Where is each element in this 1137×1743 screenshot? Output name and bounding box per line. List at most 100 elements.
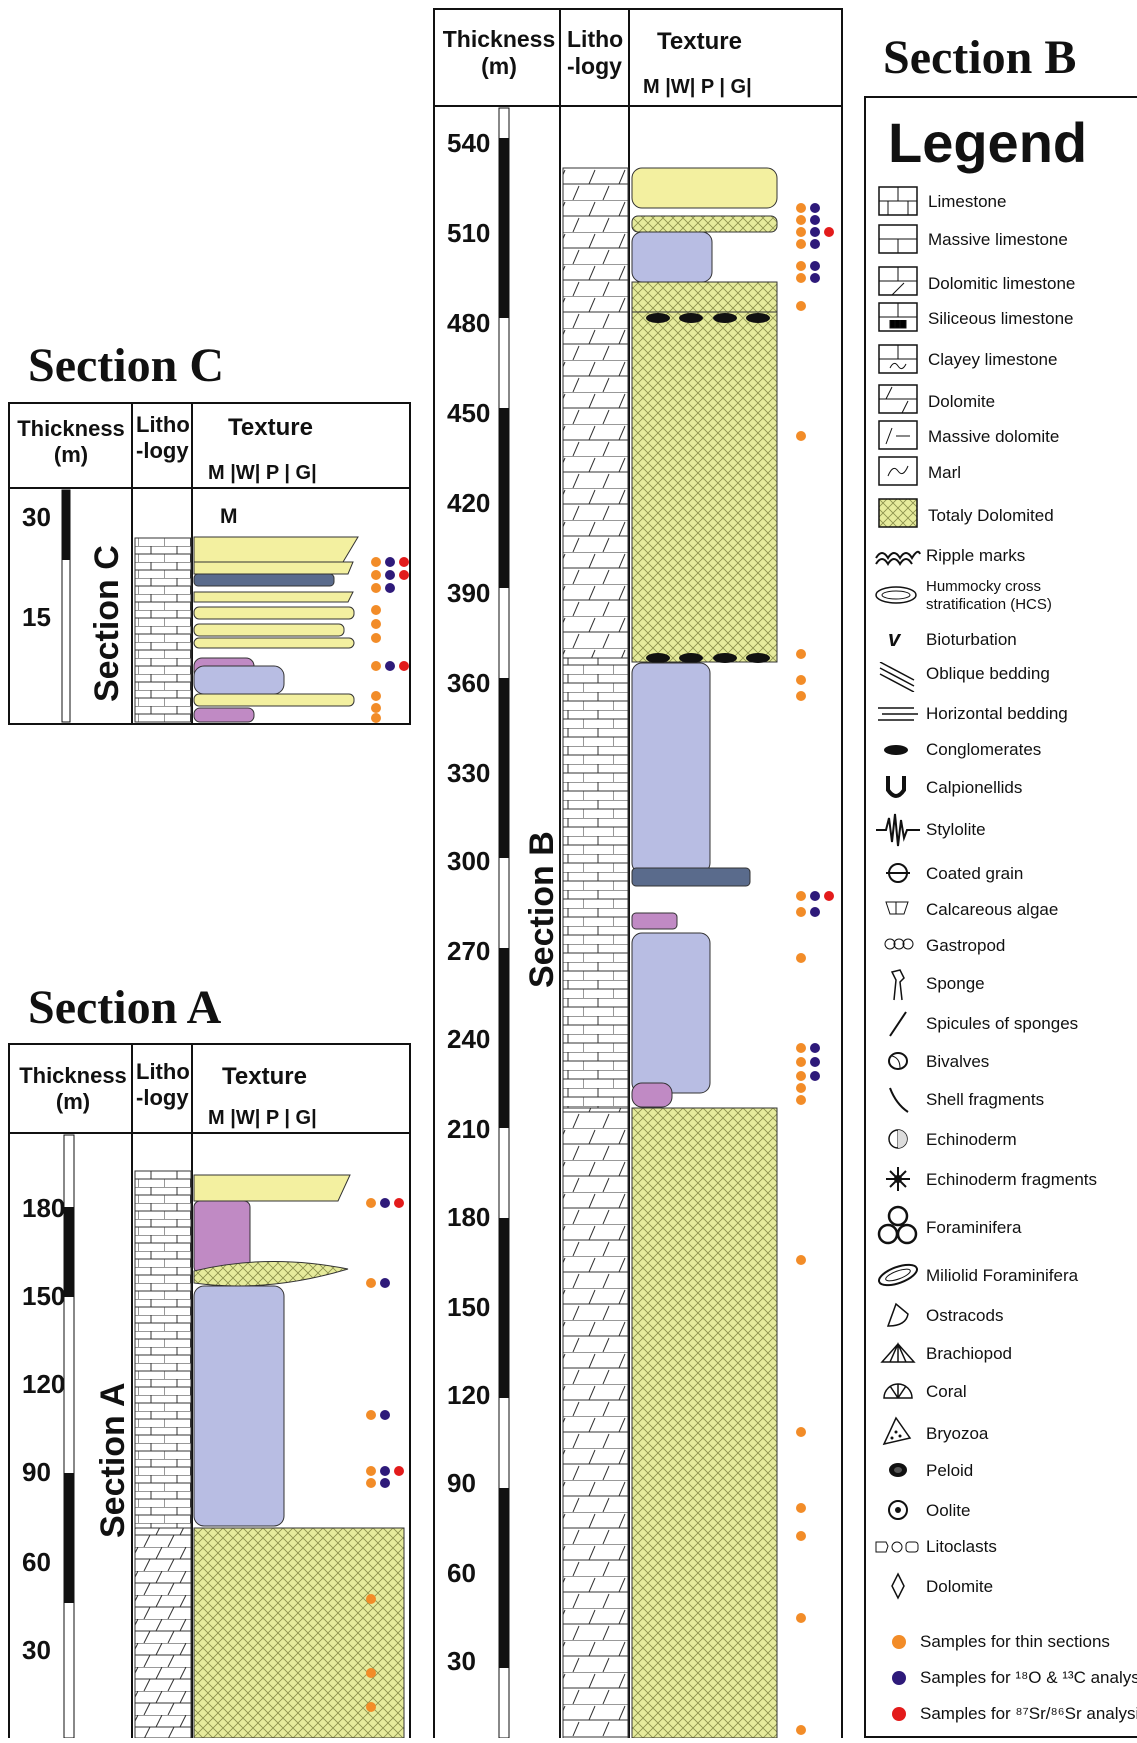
section-b-tick: 150 (447, 1292, 490, 1323)
legend-item: Massive dolomite (878, 420, 918, 455)
section-c-vertical-label: Section C (88, 545, 127, 702)
section-a-texture-scale: M |W| P | G| (208, 1107, 317, 1130)
coated-grain-icon (874, 858, 922, 888)
legend-item: Horizontal bedding (874, 702, 922, 731)
legend-item: Ripple marks (874, 544, 922, 573)
legend-item: Bryozoa (874, 1414, 922, 1453)
section-c-litho-header: Litho-logy (136, 412, 190, 464)
section-b-tick: 240 (447, 1024, 490, 1055)
section-b-tick: 510 (447, 218, 490, 249)
legend-item: Echinoderm fragments (874, 1164, 922, 1199)
section-b-texture-scale: M |W| P | G| (643, 76, 752, 99)
clayey-limestone-icon (878, 344, 918, 374)
ripple-marks-icon (874, 544, 922, 568)
section-a-title: Section A (28, 980, 221, 1035)
legend-item: Marl (878, 456, 918, 491)
section-a-svg (8, 1043, 411, 1738)
echinoderm-fragments-icon (874, 1164, 922, 1194)
section-b-tick: 360 (447, 668, 490, 699)
marl-icon (878, 456, 918, 486)
section-b-tick: 480 (447, 308, 490, 339)
legend-item: Conglomerates (874, 738, 922, 767)
legend-item: Limestone (878, 186, 918, 221)
section-b-tick: 210 (447, 1114, 490, 1145)
dolomite-icon (878, 384, 918, 414)
legend-item: Spicules of sponges (874, 1008, 922, 1043)
legend-item: Dolomite (878, 384, 918, 419)
section-a-tick: 120 (22, 1369, 65, 1400)
horizontal-bedding-icon (874, 702, 922, 726)
foraminifera-icon (874, 1204, 922, 1248)
section-c-tick: 15 (22, 602, 51, 633)
limestone-icon (878, 186, 918, 216)
sponge-icon (874, 966, 922, 1002)
oblique-bedding-icon (874, 662, 922, 692)
legend-panel: Legend Limestone Massive limestone Dolom… (864, 96, 1137, 1738)
legend-item: Foraminifera (874, 1204, 922, 1253)
section-a-tick: 90 (22, 1457, 51, 1488)
section-c-tick: 30 (22, 502, 51, 533)
legend-item: Brachiopod (874, 1338, 922, 1373)
legend-item: Hummocky cross stratification (HCS) (874, 580, 922, 615)
isotope-dot-icon (892, 1671, 906, 1685)
coral-icon (874, 1376, 922, 1406)
legend-item: Shell fragments (874, 1084, 922, 1119)
section-b-svg (433, 8, 843, 1738)
svg-text:M: M (220, 505, 238, 528)
legend-item: Oblique bedding (874, 662, 922, 697)
bryozoa-icon (874, 1414, 922, 1448)
legend-item: Clayey limestone (878, 344, 918, 379)
legend-item: Dolomite (874, 1572, 922, 1605)
section-b-tick: 420 (447, 488, 490, 519)
section-b-tick: 270 (447, 936, 490, 967)
section-c-texture-scale: M |W| P | G| (208, 462, 317, 485)
section-b-tick: 90 (447, 1468, 476, 1499)
bivalves-icon (874, 1046, 922, 1076)
siliceous-limestone-icon (878, 302, 918, 332)
section-a-thickness-header: Thickness(m) (18, 1063, 128, 1115)
massive-dolomite-icon (878, 420, 918, 450)
section-b-texture-header: Texture (657, 28, 742, 56)
legend-item: Bivalves (874, 1046, 922, 1081)
strontium-dot-icon (892, 1707, 906, 1721)
dolomitic-limestone-icon (878, 266, 918, 296)
section-a-tick: 30 (22, 1635, 51, 1666)
legend-item: Stylolite (874, 812, 922, 853)
legend-item: Calpionellids (874, 772, 922, 807)
section-b-tick: 390 (447, 578, 490, 609)
legend-item: Coated grain (874, 858, 922, 893)
section-a-tick: 60 (22, 1547, 51, 1578)
calpionellids-icon (874, 772, 922, 802)
section-b-tick: 330 (447, 758, 490, 789)
shell-fragments-icon (874, 1084, 922, 1114)
section-b-tick: 60 (447, 1558, 476, 1589)
massive-limestone-icon (878, 224, 918, 254)
legend-item: Massive limestone (878, 224, 918, 259)
bioturbation-icon: v (888, 626, 900, 652)
section-b-tick: 300 (447, 846, 490, 877)
section-b-vertical-label: Section B (523, 831, 562, 988)
legend-item: Gastropod (874, 932, 922, 961)
section-a-vertical-label: Section A (94, 1382, 133, 1538)
legend-item: Litoclasts (874, 1534, 922, 1563)
legend-item: Dolomitic limestone (878, 266, 918, 301)
calcareous-algae-icon (874, 896, 922, 920)
section-b-tick: 180 (447, 1202, 490, 1233)
section-b-title: Section B (883, 30, 1076, 85)
legend-item: Peloid (874, 1458, 922, 1487)
section-b-tick: 120 (447, 1380, 490, 1411)
section-b-tick: 450 (447, 398, 490, 429)
section-b-litho-header: Litho-logy (567, 26, 623, 80)
section-b-tick: 30 (447, 1646, 476, 1677)
peloid-icon (874, 1458, 922, 1482)
oolite-icon (874, 1496, 922, 1524)
section-c-title: Section C (28, 338, 224, 393)
legend-item: Miliolid Foraminifera (874, 1260, 922, 1295)
hcs-icon (874, 580, 922, 610)
legend-item: Oolite (874, 1496, 922, 1529)
thin-section-dot-icon (892, 1635, 906, 1649)
section-b-column: Thickness(m) Litho-logy Texture M |W| P … (433, 8, 843, 1738)
legend-item: Echinoderm (874, 1124, 922, 1159)
section-a-texture-header: Texture (222, 1063, 307, 1091)
echinoderm-icon (874, 1124, 922, 1154)
